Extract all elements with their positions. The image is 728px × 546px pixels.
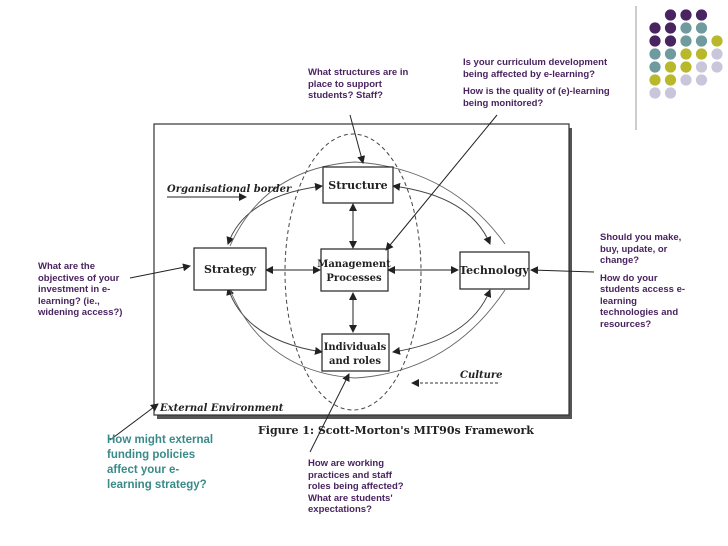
strategy-box: Strategy [193,247,267,291]
question-quality: How is the quality of (e)-learning being… [463,86,610,109]
arc-strategy-structure [226,182,323,245]
decorative-dot [680,48,692,60]
callout-structures [349,114,366,164]
strategy-label: Strategy [204,263,257,276]
decorative-dot [649,35,661,47]
decorative-dot [649,74,661,86]
decorative-dot [664,9,677,21]
and-roles-label: and roles [329,356,381,367]
decorative-dot [680,35,692,47]
decorative-dot [695,74,708,86]
decorative-dot [680,9,692,21]
management-processes-box: Management Processes [317,248,391,292]
arc-strategy-individuals [226,287,323,355]
question-structures: What structures are in place to support … [308,67,409,101]
decorative-dot [649,87,661,99]
technology-label: Technology [459,264,529,277]
decorative-dot [664,48,677,60]
question-curriculum: Is your curriculum development being aff… [463,57,608,80]
management-label: Management [317,259,391,270]
decorative-dot [711,48,723,60]
decorative-dot [695,9,708,21]
callout-technology [530,266,595,275]
question-working: How are working practices and staff role… [308,458,404,515]
decorative-dot [649,48,661,60]
decorative-dot [695,22,708,34]
figure-caption: Figure 1: Scott-Morton's MIT90s Framewor… [258,424,534,437]
decorative-dot [695,48,708,60]
question-strategy: What are the objectives of your investme… [38,261,123,318]
external-environment-label: External Environment [159,403,284,414]
callout-funding [109,403,159,441]
arc-structure-technology [392,182,491,245]
question-technology: Should you make, buy, update, or change?… [600,232,692,330]
processes-label: Processes [326,273,382,284]
culture-label: Culture [460,370,503,381]
callout-quality [385,114,498,251]
decorative-dot [680,22,692,34]
structure-box: Structure [322,166,394,204]
arc-individuals-technology [392,289,492,355]
individuals-label: Individuals [324,342,387,353]
decorative-dot [680,74,692,86]
question-technology-1: Should you make, buy, update, or change? [600,232,682,266]
question-curriculum-quality: Is your curriculum development being aff… [463,57,628,109]
decorative-dot [664,74,677,86]
decorative-dot [649,61,661,73]
decorative-dot [664,61,677,73]
technology-box: Technology [459,251,530,290]
decorative-dot [711,61,723,73]
individuals-roles-box: Individuals and roles [321,333,390,372]
decorative-dot [664,35,677,47]
decorative-dot [695,61,708,73]
structure-label: Structure [328,179,387,192]
decorative-dot [664,87,677,99]
decorative-dot [649,22,661,34]
organisational-border-label: Organisational border [167,184,292,195]
decorative-dot [664,22,677,34]
decorative-dot [680,61,692,73]
callout-working [309,373,350,453]
decorative-dot [711,35,723,47]
question-funding: How might external funding policies affe… [107,434,214,491]
decorative-dot [695,35,708,47]
question-technology-2: How do your students access e-learning t… [600,272,686,330]
callout-strategy [129,263,191,279]
